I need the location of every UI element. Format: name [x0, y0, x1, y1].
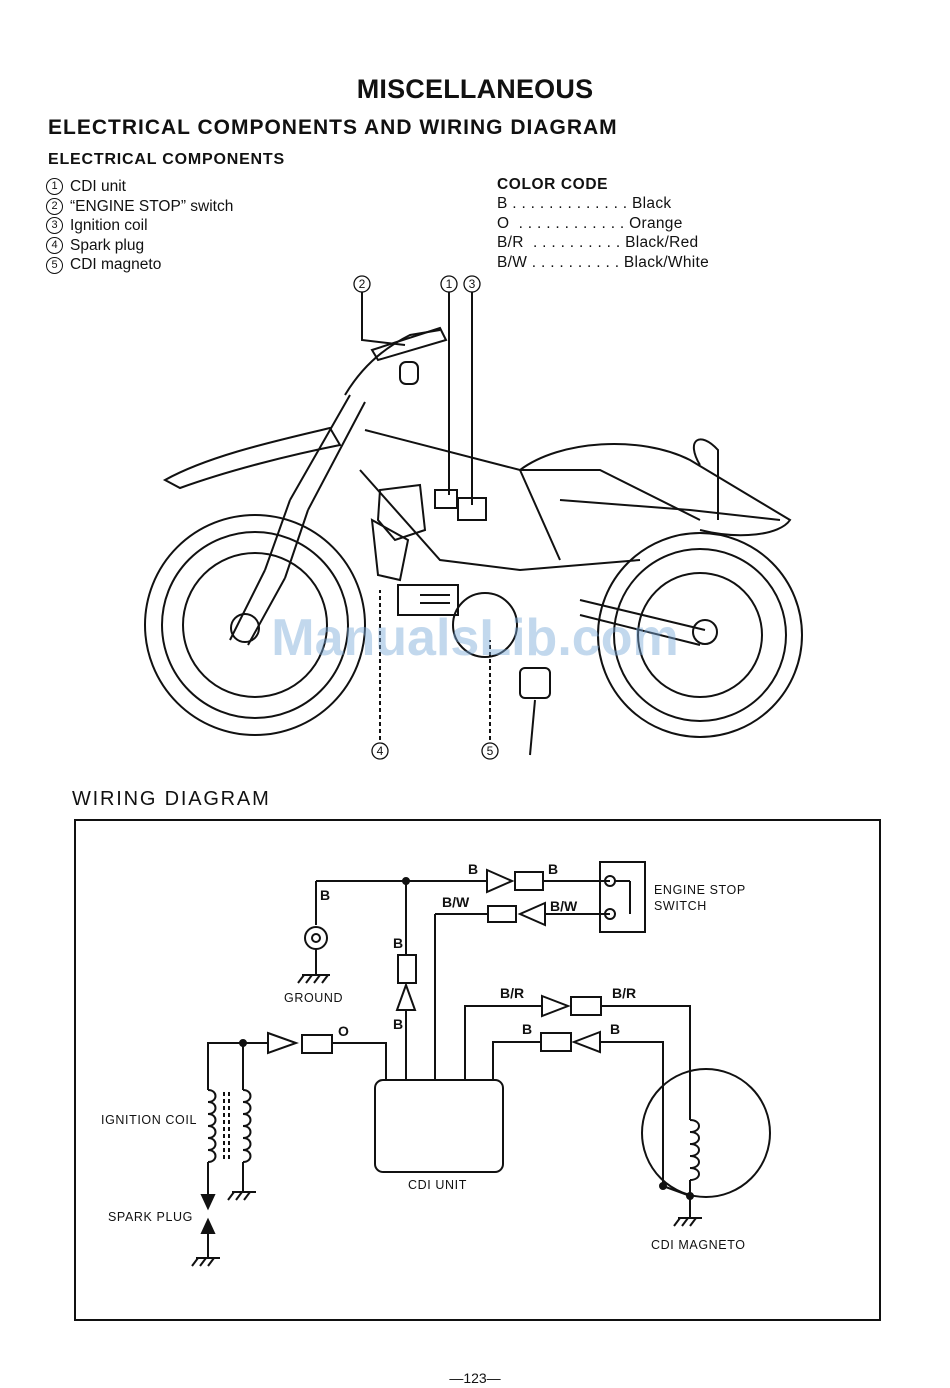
component-item: 2 “ENGINE STOP” switch — [46, 197, 233, 217]
front-wheel — [144, 514, 366, 736]
color-code-title: COLOR CODE — [497, 176, 609, 193]
engine-stop-switch — [599, 861, 646, 933]
callout-5: 5 — [487, 744, 494, 758]
cdi-unit-label: CDI UNIT — [408, 1178, 467, 1192]
wire-label-b: B — [548, 861, 558, 877]
callout-3: 3 — [469, 277, 476, 291]
wire-label-o: O — [338, 1023, 349, 1039]
watermark: ManualsLib.com — [271, 609, 679, 667]
cdi-magneto-label: CDI MAGNETO — [651, 1238, 746, 1252]
wire-label-b: B — [320, 887, 330, 903]
component-item: 5 CDI magneto — [46, 255, 233, 275]
section-title: ELECTRICAL COMPONENTS AND WIRING DIAGRAM — [48, 116, 618, 139]
wiring-diagram: B B B/W B/W B B B O B/R B/R B B ENGINE S… — [74, 819, 881, 1321]
color-code-legend: COLOR CODE B . . . . . . . . . . . . . B… — [497, 175, 709, 272]
color-code-row: O . . . . . . . . . . . . Orange — [497, 214, 683, 232]
component-item: 1 CDI unit — [46, 177, 233, 197]
engine-stop-switch-label: SWITCH — [654, 899, 707, 913]
spark-plug-label: SPARK PLUG — [108, 1210, 193, 1224]
component-label: Ignition coil — [70, 217, 148, 235]
wiring-diagram-title: WIRING DIAGRAM — [72, 788, 271, 810]
component-label: “ENGINE STOP” switch — [70, 197, 234, 215]
switch-terminal — [604, 908, 616, 920]
color-code-row: B/R . . . . . . . . . . Black/Red — [497, 234, 699, 252]
component-item: 4 Spark plug — [46, 236, 233, 256]
wire-label-b: B — [393, 935, 403, 951]
wire-label-b: B — [522, 1021, 532, 1037]
wire-label-b: B — [610, 1021, 620, 1037]
rear-wheel — [597, 532, 803, 738]
component-label: CDI magneto — [70, 256, 162, 274]
component-item: 3 Ignition coil — [46, 216, 233, 236]
wire-label-b: B — [468, 861, 478, 877]
color-code-row: B . . . . . . . . . . . . . Black — [497, 195, 672, 213]
callout-1: 1 — [446, 277, 453, 291]
wire-label-br: B/R — [500, 985, 524, 1001]
wire-label-bw: B/W — [550, 898, 578, 914]
callout-2: 2 — [359, 277, 366, 291]
callout-number: 2 — [46, 197, 63, 215]
callout-4: 4 — [377, 744, 384, 758]
wire-label-b: B — [393, 1016, 403, 1032]
callout-number: 4 — [46, 237, 63, 255]
cdi-unit-part — [434, 489, 458, 509]
diagram-frame — [74, 819, 881, 1321]
ignition-coil-primary — [207, 1089, 217, 1163]
page-number: —123— — [449, 1370, 501, 1386]
color-code-row: B/W . . . . . . . . . . Black/White — [497, 253, 710, 271]
wire-label-bw: B/W — [442, 894, 470, 910]
ground-terminal — [304, 926, 328, 950]
cdi-magneto-symbol — [641, 1068, 771, 1198]
cdi-unit-box — [374, 1079, 504, 1173]
motorcycle-illustration: 2 1 3 4 5 — [144, 275, 803, 760]
callout-number: 1 — [46, 178, 63, 196]
page-title: MISCELLANEOUS — [356, 74, 594, 104]
components-title: ELECTRICAL COMPONENTS — [48, 151, 285, 168]
callout-number: 5 — [46, 256, 63, 274]
ignition-coil-label: IGNITION COIL — [101, 1113, 197, 1127]
ground-label: GROUND — [284, 991, 343, 1005]
callout-number: 3 — [46, 217, 63, 235]
wire-label-br: B/R — [612, 985, 636, 1001]
component-label: Spark plug — [70, 236, 145, 254]
ignition-coil-secondary — [242, 1089, 252, 1163]
component-label: CDI unit — [70, 178, 126, 195]
components-list: 1 CDI unit 2 “ENGINE STOP” switch 3 Ignitio… — [46, 177, 233, 275]
engine-stop-switch-label: ENGINE STOP — [654, 883, 746, 897]
